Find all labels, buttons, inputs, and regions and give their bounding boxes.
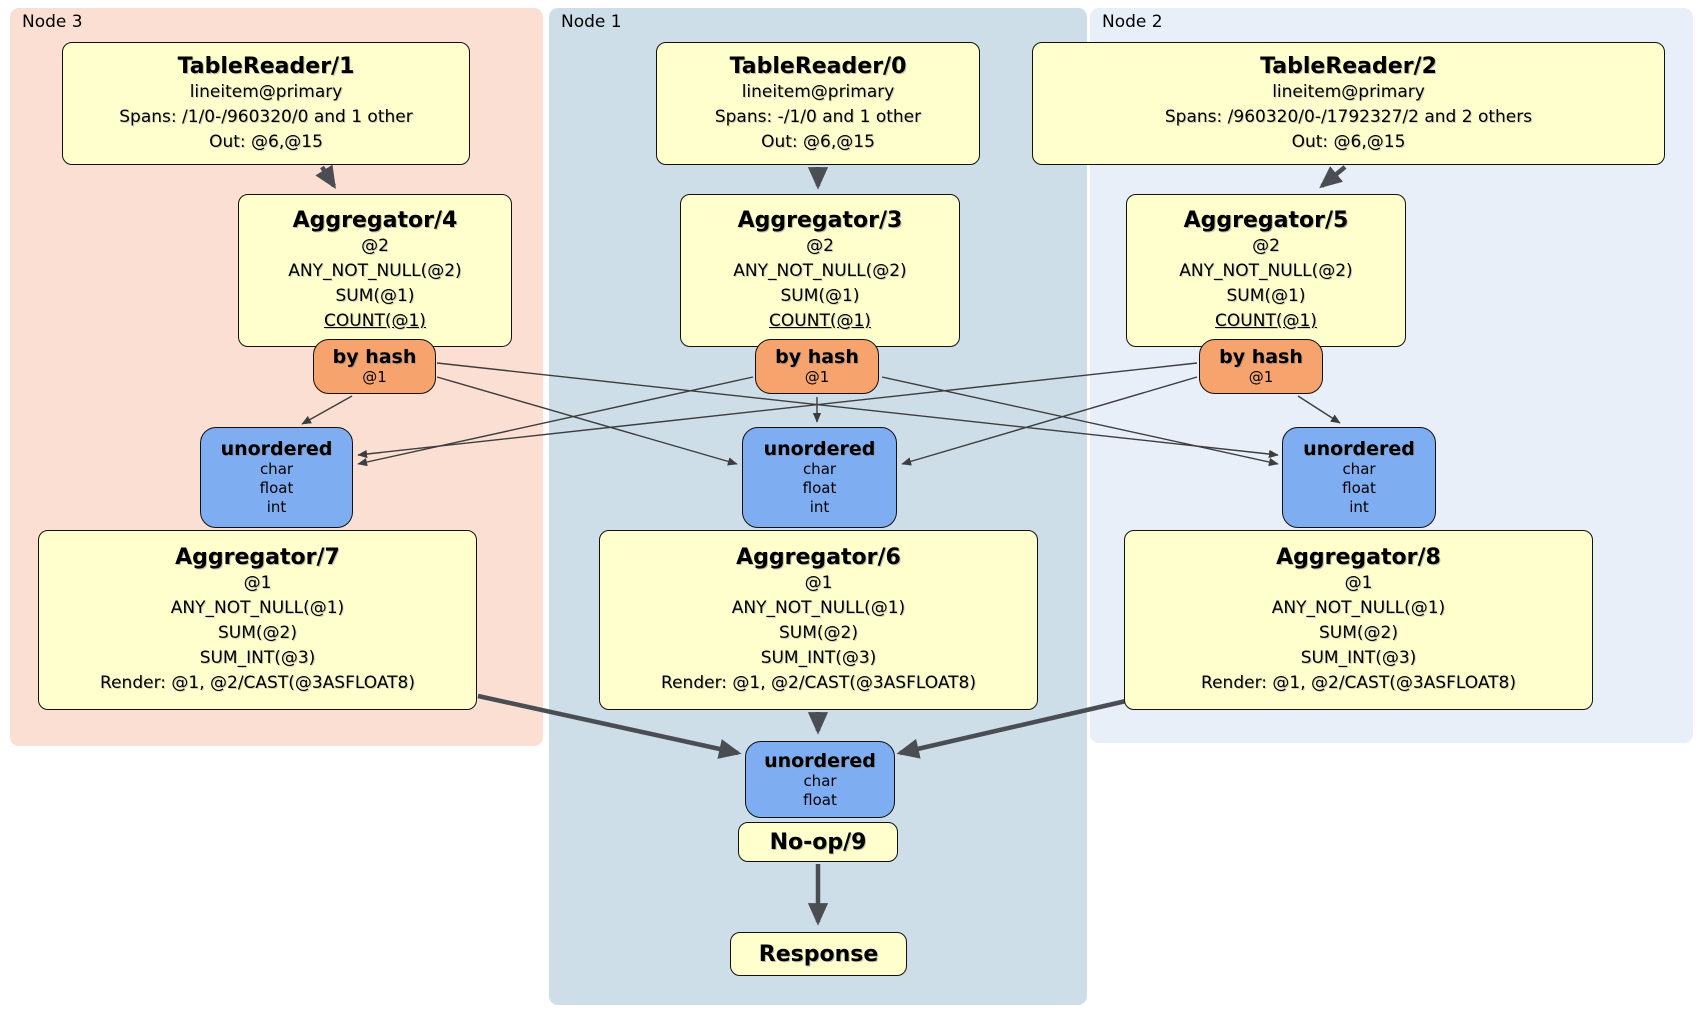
group-cols-label: @2	[806, 236, 834, 256]
router-column: @1	[804, 368, 830, 386]
noop-box: No-op/9	[738, 822, 898, 862]
unordered-stream-final: unordered char float	[745, 741, 895, 818]
render-label: Render: @1, @2/CAST(@3ASFLOAT8)	[1201, 673, 1516, 693]
unordered-stream-node3: unordered char float int	[200, 427, 353, 528]
stream-type: int	[1349, 498, 1369, 516]
aggregator-8-box: Aggregator/8 @1 ANY_NOT_NULL(@1) SUM(@2)…	[1124, 530, 1593, 710]
aggregator-3-box: Aggregator/3 @2 ANY_NOT_NULL(@2) SUM(@1)…	[680, 194, 960, 347]
stream-type: float	[802, 479, 837, 497]
aggregator-7-box: Aggregator/7 @1 ANY_NOT_NULL(@1) SUM(@2)…	[38, 530, 477, 710]
agg-fn-label: SUM(@1)	[335, 286, 415, 306]
table-reader-0-box: TableReader/0 lineitem@primary Spans: -/…	[656, 42, 980, 165]
agg-fn-label: SUM_INT(@3)	[199, 648, 316, 668]
agg-fn-label: ANY_NOT_NULL(@1)	[170, 598, 345, 618]
group-cols-label: @1	[804, 573, 833, 593]
agg-fn-label: SUM(@1)	[1226, 286, 1306, 306]
stream-type: char	[803, 771, 837, 790]
processor-title: Aggregator/7	[175, 545, 340, 570]
group-cols-label: @1	[1344, 573, 1373, 593]
processor-title: TableReader/2	[1260, 53, 1437, 79]
processor-title: Aggregator/4	[292, 208, 458, 233]
hash-router-node1: by hash @1	[755, 339, 879, 394]
stream-type: float	[259, 479, 294, 497]
processor-title: Aggregator/5	[1183, 208, 1349, 233]
group-cols-label: @2	[361, 236, 389, 256]
agg-fn-label: SUM(@2)	[779, 623, 858, 643]
agg-fn-label: ANY_NOT_NULL(@1)	[1271, 598, 1446, 618]
stream-title: unordered	[763, 438, 876, 460]
spans-label: Spans: /1/0-/960320/0 and 1 other	[119, 106, 413, 127]
agg-fn-label: ANY_NOT_NULL(@2)	[288, 261, 462, 281]
stream-type: char	[1342, 460, 1376, 478]
unordered-stream-node1: unordered char float int	[742, 427, 897, 528]
agg-fn-label: SUM(@1)	[780, 286, 860, 306]
processor-title: Aggregator/3	[737, 208, 903, 233]
router-column: @1	[1248, 368, 1274, 386]
stream-type: char	[802, 460, 837, 478]
agg-fn-label: SUM_INT(@3)	[1300, 648, 1417, 668]
out-label: Out: @6,@15	[761, 131, 875, 152]
processor-title: Aggregator/6	[736, 545, 901, 570]
group-cols-label: @1	[243, 573, 272, 593]
agg-fn-label: SUM_INT(@3)	[760, 648, 877, 668]
hash-router-node2: by hash @1	[1199, 339, 1323, 394]
response-title: Response	[758, 941, 879, 967]
router-column: @1	[362, 368, 387, 386]
stream-title: unordered	[1303, 438, 1415, 460]
out-label: Out: @6,@15	[1291, 131, 1406, 152]
agg-fn-label: SUM(@2)	[1319, 623, 1398, 643]
agg-fn-label: ANY_NOT_NULL(@1)	[731, 598, 906, 618]
node-region-label: Node 3	[22, 12, 83, 32]
router-title: by hash	[775, 346, 859, 368]
stream-type: float	[1342, 479, 1376, 497]
index-label: lineitem@primary	[741, 81, 895, 102]
processor-title: No-op/9	[769, 829, 867, 855]
group-cols-label: @2	[1252, 236, 1280, 256]
node-region-label: Node 2	[1102, 12, 1163, 32]
spans-label: Spans: /960320/0-/1792327/2 and 2 others	[1164, 106, 1533, 127]
agg-fn-label: ANY_NOT_NULL(@2)	[733, 261, 907, 281]
processor-title: TableReader/0	[729, 53, 907, 79]
aggregator-6-box: Aggregator/6 @1 ANY_NOT_NULL(@1) SUM(@2)…	[599, 530, 1038, 710]
aggregator-4-box: Aggregator/4 @2 ANY_NOT_NULL(@2) SUM(@1)…	[238, 194, 512, 347]
processor-title: Aggregator/8	[1276, 545, 1441, 570]
agg-fn-label: COUNT(@1)	[769, 311, 871, 331]
node-region-label: Node 1	[561, 12, 622, 32]
render-label: Render: @1, @2/CAST(@3ASFLOAT8)	[100, 673, 415, 693]
index-label: lineitem@primary	[189, 81, 343, 102]
stream-type: float	[803, 790, 837, 809]
processor-title: TableReader/1	[177, 53, 355, 79]
table-reader-1-box: TableReader/1 lineitem@primary Spans: /1…	[62, 42, 470, 165]
stream-title: unordered	[764, 749, 876, 772]
router-title: by hash	[1219, 346, 1303, 368]
stream-type: char	[259, 460, 294, 478]
agg-fn-label: ANY_NOT_NULL(@2)	[1179, 261, 1353, 281]
stream-type: int	[266, 498, 287, 516]
response-box: Response	[730, 932, 907, 976]
spans-label: Spans: -/1/0 and 1 other	[714, 106, 922, 127]
aggregator-5-box: Aggregator/5 @2 ANY_NOT_NULL(@2) SUM(@1)…	[1126, 194, 1406, 347]
agg-fn-label: COUNT(@1)	[324, 311, 426, 331]
hash-router-node3: by hash @1	[313, 339, 436, 394]
unordered-stream-node2: unordered char float int	[1282, 427, 1436, 528]
stream-type: int	[809, 498, 830, 516]
stream-title: unordered	[220, 438, 333, 460]
agg-fn-label: SUM(@2)	[218, 623, 297, 643]
index-label: lineitem@primary	[1272, 81, 1425, 102]
agg-fn-label: COUNT(@1)	[1215, 311, 1317, 331]
table-reader-2-box: TableReader/2 lineitem@primary Spans: /9…	[1032, 42, 1665, 165]
render-label: Render: @1, @2/CAST(@3ASFLOAT8)	[661, 673, 976, 693]
out-label: Out: @6,@15	[209, 131, 323, 152]
router-title: by hash	[332, 346, 417, 368]
